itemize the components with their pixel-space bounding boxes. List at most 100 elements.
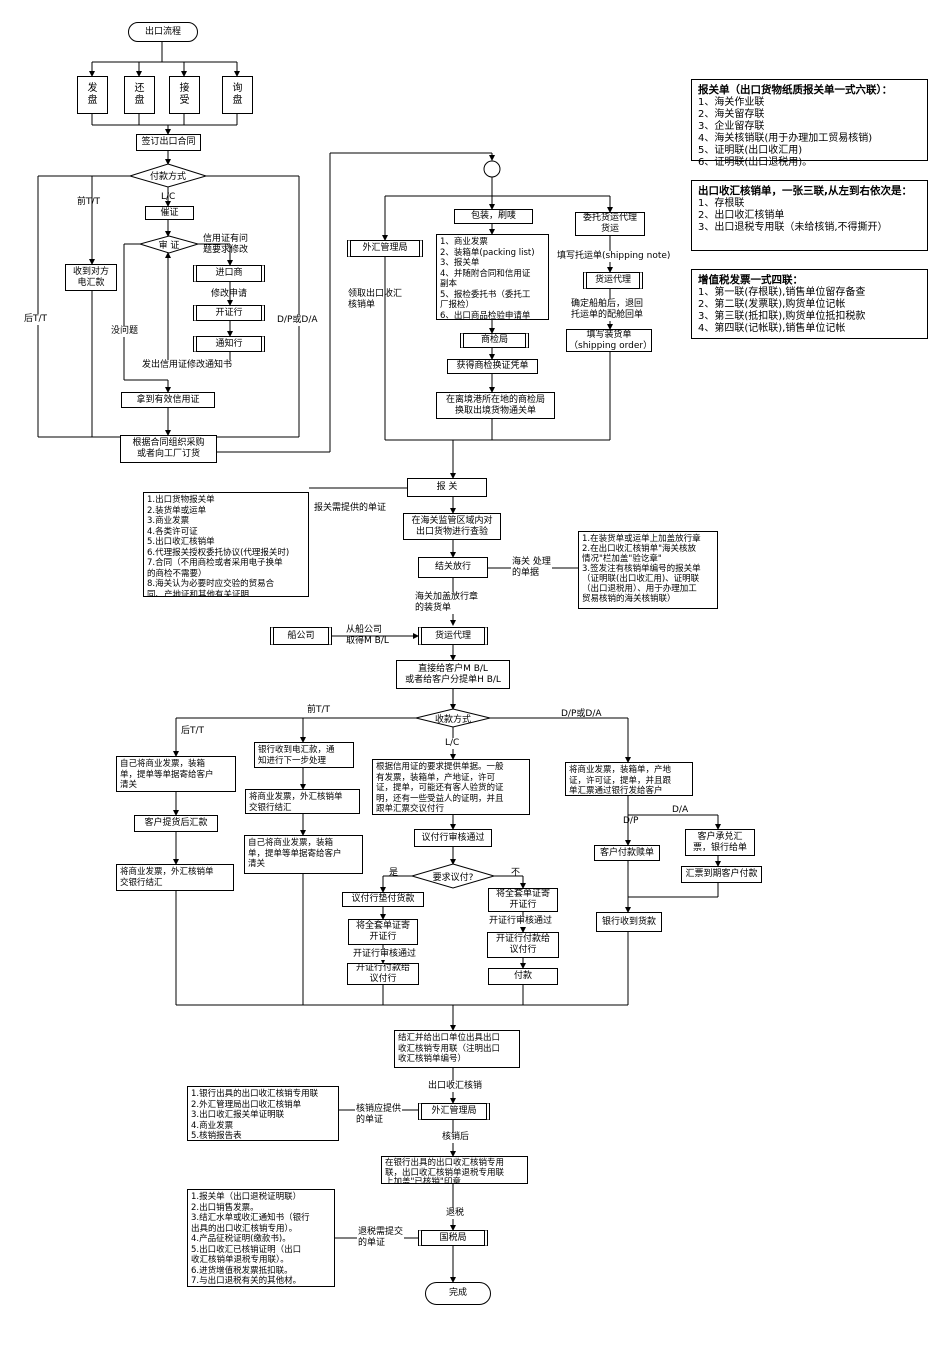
label-declare-docs: 报关需提供的单证 [313, 503, 388, 514]
label-amend-apply: 修改申请 [211, 289, 248, 299]
node-customer-pay-redeem: 客户付款赎单 [594, 845, 660, 861]
node-after-tt-settle: 将商业发票，外汇核销单 交银行结汇 [116, 864, 234, 891]
label-post-tt-2: 后T/T [180, 726, 206, 737]
node-negotiating-pay: 议付行垫付货款 [342, 892, 424, 907]
node-valid-lc: 拿到有效信用证 [121, 392, 215, 408]
node-ciq: 商检局 [460, 333, 529, 348]
node-negotiating-review: 议付行审核通过 [414, 829, 492, 847]
label-customs-docs: 海关 处理 的单据 [511, 557, 552, 579]
label-dp-da-2: D/P或D/A [561, 709, 602, 719]
legend-vat-invoice: 增值税发票一式四联： 1、第一联(存根联),销售单位留存备查 2、第二联(发票联… [691, 269, 928, 339]
node-cuizheng: 催证 [145, 206, 194, 220]
node-inspection: 在海关监管区域内对 出口货物进行查验 [403, 513, 501, 540]
label-lc-2: L/C [444, 738, 461, 749]
legend-item: 5、证明联(出口收汇用) [698, 145, 803, 156]
node-receive-tt: 收到对方 电汇款 [65, 264, 117, 291]
label-customs-stamp: 海关加盖放行章 的装货单 [414, 592, 480, 614]
legend-verification-form: 出口收汇核销单，一张三联,从左到右依次是： 1、存根联 2、出口收汇核销单 3、… [691, 180, 928, 251]
node-receive-verification: 领取出口收汇 核销单 [348, 289, 403, 310]
node-issuing-bank: 开证行 [193, 305, 265, 321]
decision-payment-method-2: 收款方式 [434, 714, 471, 725]
label-fill-booking: 填写托运单(shipping note) [556, 251, 672, 262]
node-declare: 报 关 [407, 478, 487, 497]
node-shipping-order: 填写装货单 （shipping order） [566, 329, 652, 352]
label-yes: 是 [389, 868, 399, 878]
legend-verification-form-title: 出口收汇核销单，一张三联,从左到右依次是： [698, 185, 912, 197]
node-issuing-pay-2: 开证行付款给 议付行 [487, 932, 559, 958]
node-release: 结关放行 [418, 557, 488, 578]
node-contract: 签订出口合同 [136, 134, 201, 151]
legend-item: 6、证明联(出口退税用)。 [698, 157, 813, 168]
label-post-tt: 后T/T [23, 314, 49, 325]
label-issuing-review-2: 开证行审核通过 [488, 916, 554, 927]
node-customer-remit: 客户提货后汇款 [134, 815, 218, 832]
decision-payment-method: 付款方式 [149, 172, 186, 182]
label-pre-tt: 前T/T [77, 197, 101, 207]
node-xunpan: 询 盘 [222, 76, 253, 114]
start-node: 出口流程 [128, 22, 198, 42]
node-forex-bureau-2: 外汇管理局 [418, 1103, 490, 1120]
label-from-shipping: 从船公司 取得M B/L [346, 625, 389, 646]
node-forwarder-1: 货运代理 [583, 272, 643, 289]
label-tax-docs: 退税需提交 的单证 [357, 1227, 405, 1249]
label-export-verification: 出口收汇核销 [427, 1081, 484, 1092]
node-huanpan: 还 盘 [124, 76, 155, 114]
node-ciq-exchange: 在离境港所在地的商检局 换取出境货物通关单 [436, 392, 555, 419]
node-dp-da-docs: 将商业发票，装箱单，产地 证，许可证，提单，并且跟 单汇票通过银行发给客户 [565, 762, 693, 796]
label-dp-da: D/P或D/A [276, 315, 319, 326]
legend-item: 1、第一联(存根联),销售单位留存备查 [698, 287, 866, 298]
label-lc-amend: 信用证有问 题要求修改 [203, 234, 249, 255]
node-send-issuing-2: 将全套单证寄 开证行 [488, 888, 558, 912]
legend-item: 1、海关作业联 [698, 97, 765, 108]
node-jieshou: 接 受 [169, 76, 200, 114]
node-tax-bureau: 国税局 [418, 1230, 488, 1246]
node-forex-bureau-1: 外汇管理局 [347, 240, 423, 257]
label-dp: D/P [623, 816, 639, 826]
legend-item: 4、海关核销联(用于办理加工贸易核销) [698, 133, 873, 144]
legend-item: 2、第二联(发票联),购货单位记帐 [698, 299, 846, 310]
node-issuing-pay-1: 开证行付款给 议付行 [347, 963, 419, 985]
label-no-problem: 没问题 [110, 326, 140, 337]
node-pre-tt-settle: 将商业发票，外汇核销单 交银行结汇 [245, 789, 360, 814]
legend-vat-invoice-title: 增值税发票一式四联： [698, 274, 803, 286]
label-tax-refund: 退税 [445, 1208, 466, 1219]
node-send-issuing-1: 将全套单证寄 开证行 [348, 919, 418, 945]
node-organize-purchase: 根据合同组织采购 或者向工厂订货 [120, 435, 217, 463]
legend-item: 3、出口退税专用联（未给核销,不得撕开） [698, 222, 888, 233]
node-payment: 付款 [488, 968, 558, 985]
legend-item: 4、第四联(记帐联),销售单位记帐 [698, 323, 846, 334]
node-importer: 进口商 [193, 265, 265, 282]
note-tax-docs: 1.报关单（出口退税证明联） 2.出口销售发票。 3.结汇水单或收汇通知书（银行… [187, 1189, 335, 1287]
legend-item: 2、海关留存联 [698, 109, 765, 120]
label-after-verification: 核销后 [441, 1132, 471, 1143]
legend-customs-form: 报关单（出口货物纸质报关单一式六联）： 1、海关作业联 2、海关留存联 3、企业… [691, 79, 928, 168]
label-issuing-review-1: 开证行审核通过 [352, 949, 418, 960]
node-after-tt-1: 自己将商业发票，装箱 单，提单等单据寄给客户 清关 [116, 756, 236, 792]
legend-item: 3、第三联(抵扣联),购货单位抵扣税款 [698, 311, 866, 322]
end-node: 完成 [425, 1282, 491, 1305]
label-pre-tt-2: 前T/T [307, 705, 331, 715]
node-forwarder-2: 货运代理 [418, 627, 488, 645]
node-pre-tt-docs: 自己将商业发票，装箱 单，提单等单据寄给客户 清关 [244, 835, 363, 874]
label-da: D/A [672, 805, 689, 815]
node-pack-mark: 包装，刷唛 [454, 209, 533, 224]
node-draft-due: 汇票到期客户付款 [681, 866, 762, 883]
node-shipping-co: 船公司 [270, 627, 332, 645]
node-fapan: 发 盘 [77, 76, 108, 114]
node-settlement: 结汇并给出口单位出具出口 收汇核销专用联（注明出口 收汇核销单编号） [394, 1030, 520, 1068]
decision-shenzheng: 审 证 [158, 241, 180, 251]
label-verification-docs: 核销应提供 的单证 [355, 1104, 403, 1126]
label-confirm-ship: 确定船舶后，退回 托运单的配舱回单 [570, 299, 645, 321]
note-verification-docs: 1.银行出具的出口收汇核销专用联 2.外汇管理局出口收汇核销单 3.出口收汇报关… [187, 1086, 339, 1141]
decision-require-negotiation: 要求议付? [432, 872, 474, 883]
node-stamp: 在银行出具的出口收汇核销专用 联，出口收汇核销单退税专用联 上加盖"已核销"印章 [381, 1156, 528, 1184]
legend-customs-form-title: 报关单（出口货物纸质报关单一式六联）： [698, 84, 893, 96]
node-bank-receive-payment: 银行收到货款 [596, 912, 662, 932]
node-customer-accept: 客户承兑汇 票，银行给单 [685, 829, 755, 856]
note-declare-docs: 1.出口货物报关单 2.装货单或运单 3.商业发票 4.各类许可证 5.出口收汇… [143, 492, 309, 597]
label-no: 不 [511, 868, 521, 878]
note-customs-docs: 1.在装货单或运单上加盖放行章 2.在出口收汇核销单"海关核放 情况"栏加盖"验… [578, 531, 718, 609]
label-amend-notice: 发出信用证修改通知书 [141, 360, 234, 371]
node-advising-bank: 通知行 [193, 336, 265, 352]
